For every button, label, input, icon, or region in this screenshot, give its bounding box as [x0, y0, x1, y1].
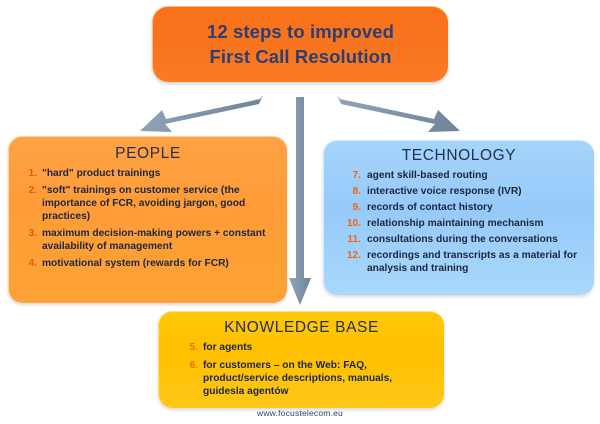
list-item: 9. records of contact history — [342, 201, 586, 214]
list-item-number: 6. — [189, 360, 199, 372]
list-item-text: records of contact history — [367, 202, 493, 214]
arrow-title-to-knowledge — [289, 97, 311, 305]
technology-box: TECHNOLOGY 7. agent skill-based routing … — [323, 140, 594, 295]
footer-url: www.focustelecom.eu — [256, 408, 343, 418]
list-item-number: 11. — [347, 234, 361, 246]
list-item-text: "soft" trainings on customer service (th… — [42, 185, 246, 223]
list-item-text: recordings and transcripts as a material… — [367, 250, 578, 275]
list-item: 11. consultations during the conversatio… — [342, 233, 586, 246]
knowledge-base-list: 5. for agents 6. for customers – on the … — [159, 341, 444, 398]
people-box: PEOPLE 1. "hard" product trainings 2. "s… — [8, 136, 287, 303]
diagram-title-line-1: 12 steps to improved — [206, 20, 395, 42]
list-item-text: "hard" product trainings — [42, 168, 161, 179]
list-item: 10. relationship maintaining mechanism — [342, 217, 586, 230]
list-item: 8. interactive voice response (IVR) — [342, 185, 586, 198]
list-item-number: 8. — [352, 186, 362, 198]
people-list: 1. "hard" product trainings 2. "soft" tr… — [9, 167, 287, 270]
diagram-title-line-2: First Call Resolution — [209, 45, 392, 67]
list-item-text: consultations during the conversations — [367, 234, 558, 246]
list-item-text: for agents — [203, 342, 253, 353]
list-item: 12. recordings and transcripts as a mate… — [342, 249, 586, 275]
list-item: 3. maximum decision-making powers + cons… — [23, 227, 277, 253]
diagram-title-text: 12 steps to improved First Call Resoluti… — [207, 20, 394, 70]
list-item-number: 7. — [352, 170, 362, 181]
list-item-number: 3. — [28, 228, 38, 240]
list-item: 2. "soft" trainings on customer service … — [23, 184, 277, 223]
list-item-number: 1. — [28, 168, 38, 179]
list-item-number: 12. — [346, 250, 361, 262]
list-item-number: 2. — [28, 185, 38, 197]
technology-heading: TECHNOLOGY — [401, 147, 517, 164]
list-item: 5. for agents — [185, 341, 434, 354]
list-item-number: 5. — [189, 342, 199, 353]
list-item-text: maximum decision-making powers + constan… — [42, 228, 266, 253]
arrow-title-to-people — [140, 95, 263, 132]
arrow-title-to-technology — [337, 95, 460, 132]
list-item: 4. motivational system (rewards for FCR) — [23, 257, 277, 270]
knowledge-base-box: KNOWLEDGE BASE 5. for agents 6. for cust… — [158, 311, 444, 408]
list-item-text: interactive voice response (IVR) — [367, 186, 522, 198]
list-item-number: 10. — [346, 218, 361, 230]
list-item-number: 4. — [28, 258, 38, 270]
list-item-text: motivational system (rewards for FCR) — [42, 258, 229, 270]
list-item: 6. for customers – on the Web: FAQ, prod… — [185, 359, 434, 398]
knowledge-base-heading: KNOWLEDGE BASE — [224, 319, 379, 336]
technology-list: 7. agent skill-based routing 8. interact… — [324, 169, 594, 275]
list-item-text: relationship maintaining mechanism — [367, 218, 544, 230]
list-item: 1. "hard" product trainings — [23, 167, 277, 180]
diagram-title-box: 12 steps to improved First Call Resoluti… — [152, 6, 448, 82]
list-item-number: 9. — [352, 202, 362, 214]
people-heading: PEOPLE — [115, 145, 181, 162]
list-item-text: for customers – on the Web: FAQ, product… — [203, 360, 393, 398]
list-item-text: agent skill-based routing — [367, 170, 488, 181]
list-item: 7. agent skill-based routing — [342, 169, 586, 182]
